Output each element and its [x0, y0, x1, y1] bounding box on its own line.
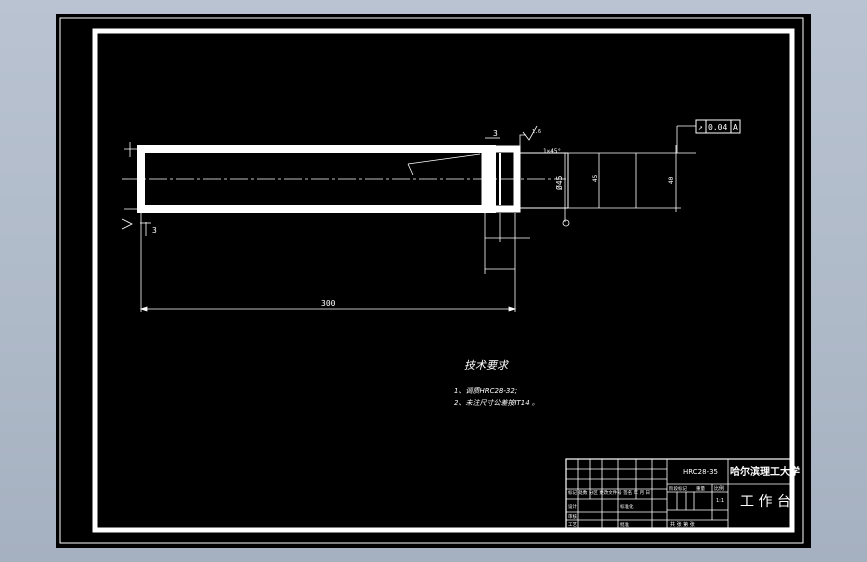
sheet-count: 共 张 第 张 — [670, 521, 695, 528]
requirement-item-1: 1、调质HRC28-32; — [454, 387, 517, 395]
vertical-right-dimension: 40 — [668, 176, 675, 184]
requirements-title: 技术要求 — [464, 359, 510, 372]
process-label: 工艺 — [568, 522, 577, 528]
chamfer-note: 1×45° — [543, 148, 561, 155]
school-name: 哈尔滨理工大学 — [730, 465, 800, 478]
weight-label: 重量 — [696, 485, 705, 492]
approve-label: 批准 — [620, 521, 629, 528]
gdt-datum: A — [733, 123, 738, 132]
revision-header-row: 标记 处数 分区 更改文件号 签名 年 月 日 — [568, 489, 650, 496]
scale-value: 1:1 — [716, 498, 724, 504]
roughness-value: 1.6 — [532, 129, 541, 135]
diameter-dimension: Ø45 — [554, 175, 564, 190]
outer-frame — [59, 17, 804, 544]
material-spec: HRC28-35 — [683, 468, 718, 476]
part-name: 工 作 台 — [740, 494, 791, 510]
top-small-dimension: 3 — [493, 129, 498, 138]
review-label: 审核 — [568, 513, 577, 520]
design-label: 设计 — [568, 503, 577, 510]
drawing-border — [92, 28, 795, 533]
gdt-frame[interactable]: ↗ 0.04 A — [695, 119, 741, 134]
left-small-dimension: 3 — [152, 226, 157, 235]
stage-label: 阶段标记 — [669, 485, 687, 492]
diameter-2-dimension: 45 — [592, 174, 599, 182]
gdt-symbol-icon: ↗ — [698, 123, 703, 132]
scale-label: 比例 — [714, 485, 724, 492]
requirement-item-2: 2、未注尺寸公差按IT14 。 — [454, 399, 539, 407]
shaft-part — [122, 145, 569, 213]
gdt-tolerance: 0.04 — [708, 123, 727, 132]
length-dimension: 300 — [321, 299, 336, 308]
standardization-label: 标准化 — [620, 503, 634, 510]
title-block[interactable] — [565, 458, 792, 529]
cad-drawing-canvas[interactable]: 300 3 3 Ø45 45 40 1×45° 1.6 ↗ 0.04 A 技术要… — [56, 14, 811, 548]
dimension-lines — [121, 125, 696, 312]
datum-circle — [562, 219, 570, 227]
drawing-svg: 300 3 3 Ø45 45 40 1×45° 1.6 ↗ 0.04 A 技术要… — [59, 17, 804, 544]
